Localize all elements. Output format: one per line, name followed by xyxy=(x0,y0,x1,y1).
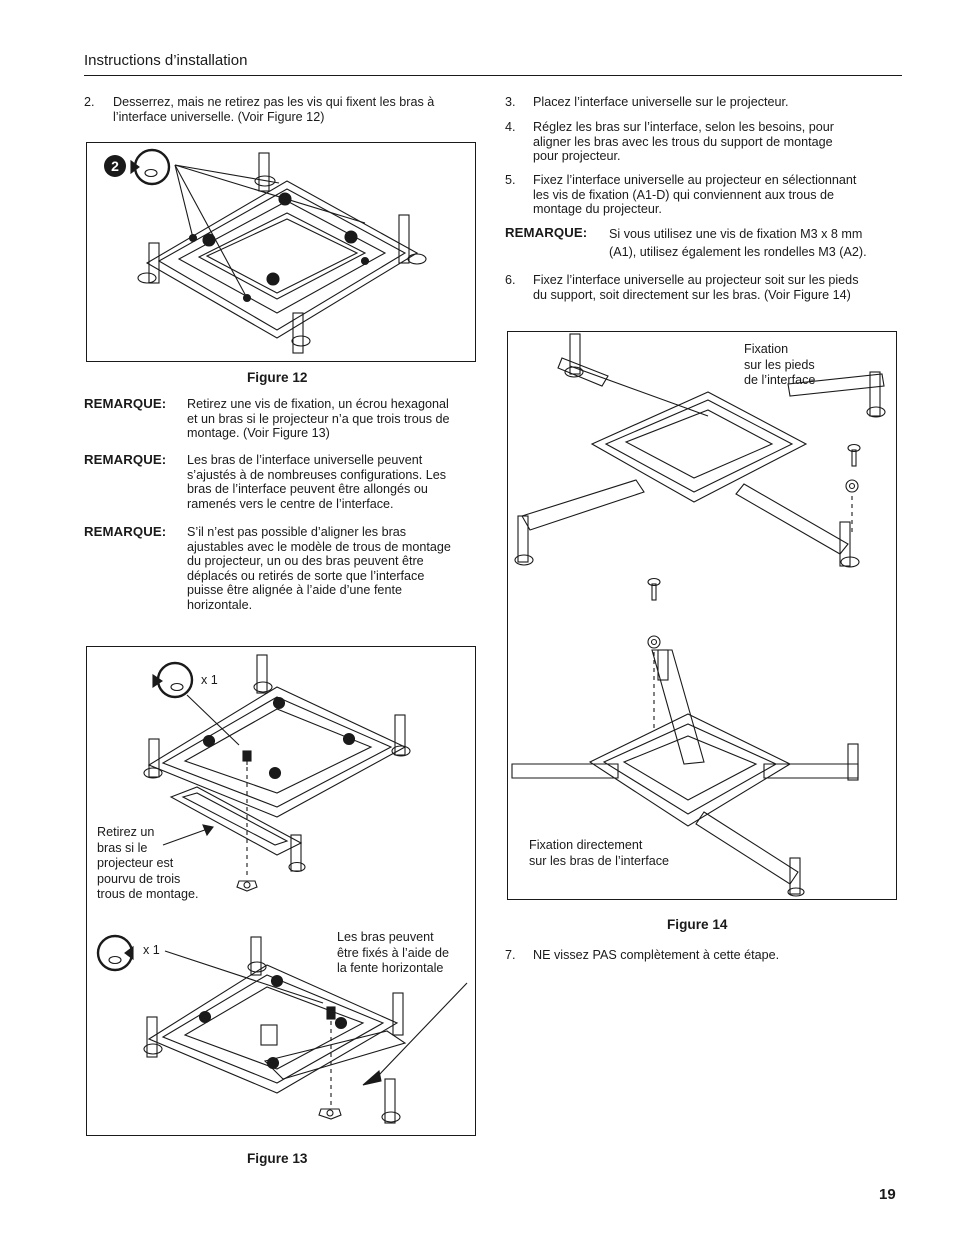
slot-note-line: être fixés à l’aide de xyxy=(337,945,450,960)
step-5-line: les vis de fixation (A1-D) qui convienne… xyxy=(533,187,835,202)
step-5-line: Fixez l’interface universelle au project… xyxy=(533,173,857,187)
step-4-number: 4. xyxy=(505,120,516,134)
note-2-line: Les bras de l’interface universelle peuv… xyxy=(187,453,423,467)
step-6-line: du support, soit directement sur les bra… xyxy=(533,287,851,302)
screw-heads xyxy=(188,192,370,303)
screw-and-washer-bottom xyxy=(647,577,661,732)
note-1-label: REMARQUE: xyxy=(84,396,167,411)
qty-label-bottom: x 1 xyxy=(143,943,160,957)
note-1-line: et un bras si le projecteur n’a que troi… xyxy=(187,411,450,426)
loosen-screw-icon xyxy=(130,148,171,186)
step-6-text: Fixez l’interface universelle au project… xyxy=(533,273,859,302)
tighten-screw-icon xyxy=(96,934,134,972)
right-note-line-1: Si vous utilisez une vis de fixation M3 … xyxy=(609,227,863,241)
remove-arm-note: Retirez un bras si le projecteur est pou… xyxy=(97,825,199,903)
step-2-line-2: l’interface universelle. (Voir Figure 12… xyxy=(113,109,325,124)
remove-arm-line: bras si le xyxy=(97,840,148,855)
figure-13-illustration: x 1 x 1 Retirez un bras si le projecteur… xyxy=(86,646,476,1136)
note-2-text: Les bras de l’interface universelle peuv… xyxy=(187,453,446,511)
figure-14-illustration: Fixation sur les pieds de l’interface Fi… xyxy=(507,331,897,900)
note-1-text: Retirez une vis de fixation, un écrou he… xyxy=(187,397,450,441)
qty-label-top: x 1 xyxy=(201,673,218,687)
step-badge-label: 2 xyxy=(111,158,119,174)
removed-arm xyxy=(169,786,306,873)
step-3-number: 3. xyxy=(505,95,516,109)
interface-plate-top xyxy=(143,654,411,818)
interface-on-arms-assembly xyxy=(511,649,859,897)
note-3-line: du projecteur, un ou des bras peuvent êt… xyxy=(187,554,424,569)
remove-arm-line: projecteur est xyxy=(97,856,174,871)
note-1-line: Retirez une vis de fixation, un écrou he… xyxy=(187,397,449,411)
feet-label-line: de l’interface xyxy=(744,373,816,388)
step-5-number: 5. xyxy=(505,173,516,187)
figure-14-caption: Figure 14 xyxy=(667,917,728,932)
slot-note-line: Les bras peuvent xyxy=(337,930,434,944)
figure-12-illustration: 2 xyxy=(86,142,476,362)
note-2-line: s’ajustés à de nombreuses configurations… xyxy=(187,467,447,482)
feet-mount-label: Fixation sur les pieds de l’interface xyxy=(744,342,815,389)
step-4-text: Réglez les bras sur l’interface, selon l… xyxy=(533,120,834,164)
step-7-number: 7. xyxy=(505,948,516,962)
universal-interface-plate xyxy=(137,152,427,354)
note-3-line: horizontale. xyxy=(187,597,253,612)
remove-screw-icon xyxy=(152,661,194,699)
screw-heads-bottom xyxy=(198,974,348,1070)
screw-heads-top xyxy=(202,696,356,780)
right-note-line-2: (A1), utilisez également les rondelles M… xyxy=(609,245,867,259)
note-3-line: ajustables avec le modèle de trous de mo… xyxy=(187,539,451,554)
remove-arm-line: trous de montage. xyxy=(97,887,199,902)
figure-13-caption: Figure 13 xyxy=(247,1151,308,1166)
step-2-line-1: Desserrez, mais ne retirez pas les vis q… xyxy=(113,95,435,109)
note-3-line: déplacés ou retirés de sorte que l’inter… xyxy=(187,568,425,583)
remove-arm-line: Retirez un xyxy=(97,825,155,839)
step-5-line: montage du projecteur. xyxy=(533,202,662,217)
step-3-text: Placez l’interface universelle sur le pr… xyxy=(533,95,789,109)
step-2-text: Desserrez, mais ne retirez pas les vis q… xyxy=(113,95,434,124)
step-7-text: NE vissez PAS complètement à cette étape… xyxy=(533,948,780,962)
note-3-line: S’il n’est pas possible d’aligner les br… xyxy=(187,525,407,539)
step-4-line: Réglez les bras sur l’interface, selon l… xyxy=(533,120,835,134)
feet-label-line: sur les pieds xyxy=(744,357,815,372)
arms-mount-label: Fixation directement sur les bras de l’i… xyxy=(529,838,669,869)
interface-on-feet-assembly xyxy=(514,333,886,568)
arms-label-line: sur les bras de l’interface xyxy=(529,853,669,868)
screw-and-washer-top xyxy=(845,443,861,536)
remove-arm-line: pourvu de trois xyxy=(97,871,181,886)
page-header-title: Instructions d’installation xyxy=(84,52,248,69)
step-4-line: pour projecteur. xyxy=(533,149,621,164)
interface-plate-bottom xyxy=(143,936,407,1124)
note-2-line: ramenés vers le centre de l’interface. xyxy=(187,496,394,511)
step-6-number: 6. xyxy=(505,273,516,287)
step-4-line: aligner les bras avec les trous du suppo… xyxy=(533,134,833,149)
step-5-text: Fixez l’interface universelle au project… xyxy=(533,173,856,217)
step-2-number: 2. xyxy=(84,95,95,109)
note-3-label: REMARQUE: xyxy=(84,524,167,539)
slot-attach-note: Les bras peuvent être fixés à l’aide de … xyxy=(337,930,449,977)
note-2-label: REMARQUE: xyxy=(84,452,167,467)
step-badge xyxy=(104,155,126,177)
header-divider xyxy=(84,75,902,76)
right-note-label: REMARQUE: xyxy=(505,225,588,240)
note-3-text: S’il n’est pas possible d’aligner les br… xyxy=(187,525,451,613)
figure-12-caption: Figure 12 xyxy=(247,370,308,385)
note-1-line: montage. (Voir Figure 13) xyxy=(187,426,330,441)
feet-label-line: Fixation xyxy=(744,342,789,356)
note-2-line: bras de l’interface peuvent être allongé… xyxy=(187,482,428,497)
note-3-line: puisse être alignée à l’aide d’une fente xyxy=(187,583,402,598)
step-6-line: Fixez l’interface universelle au project… xyxy=(533,273,859,287)
slot-note-line: la fente horizontale xyxy=(337,961,444,976)
arms-label-line: Fixation directement xyxy=(529,838,643,852)
page-number: 19 xyxy=(879,1186,896,1203)
